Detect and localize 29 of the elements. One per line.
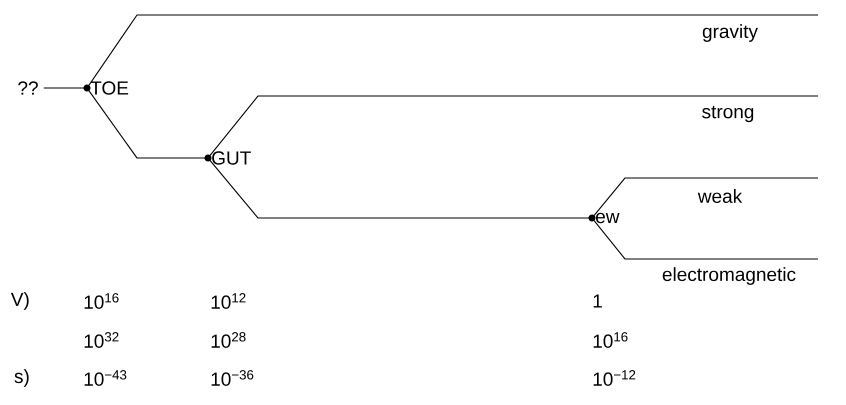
scale-value: 10$^{−36}$ [212,370,254,386]
start-label: ?? [18,81,38,95]
scale-value: 10$^{−12}$ [594,370,636,386]
node-label: ew [596,212,620,224]
force-label: gravity [702,24,758,42]
branch-line [592,177,818,218]
force-label: weak [698,189,742,203]
node-label: TOE [90,81,128,95]
junction-point: GUT [204,151,251,165]
scale-value: 10$^{28}$ [212,332,246,348]
junction-point: TOE [84,81,128,95]
scale-value: 10$^{16}$ [84,293,119,309]
branch-line [208,95,818,158]
junction-point: ew [588,212,620,224]
branch-line [86,14,818,88]
scale-value: 10$^{32}$ [84,332,118,348]
force-label: strong [702,106,754,122]
branch-line [208,158,592,219]
scale-value: s) [14,369,29,387]
force-label: electromagnetic [662,267,796,285]
scale-value: 10$^{−43}$ [84,370,126,386]
branch-line [86,88,208,159]
branch-line [592,218,818,260]
scale-value: 10$^{16}$ [594,332,628,348]
branch-line [44,87,87,89]
scale-value: V) [10,292,29,310]
node-label: GUT [212,151,251,165]
scale-value: 10$^{12}$ [212,293,246,309]
scale-value: 1 [594,294,602,308]
